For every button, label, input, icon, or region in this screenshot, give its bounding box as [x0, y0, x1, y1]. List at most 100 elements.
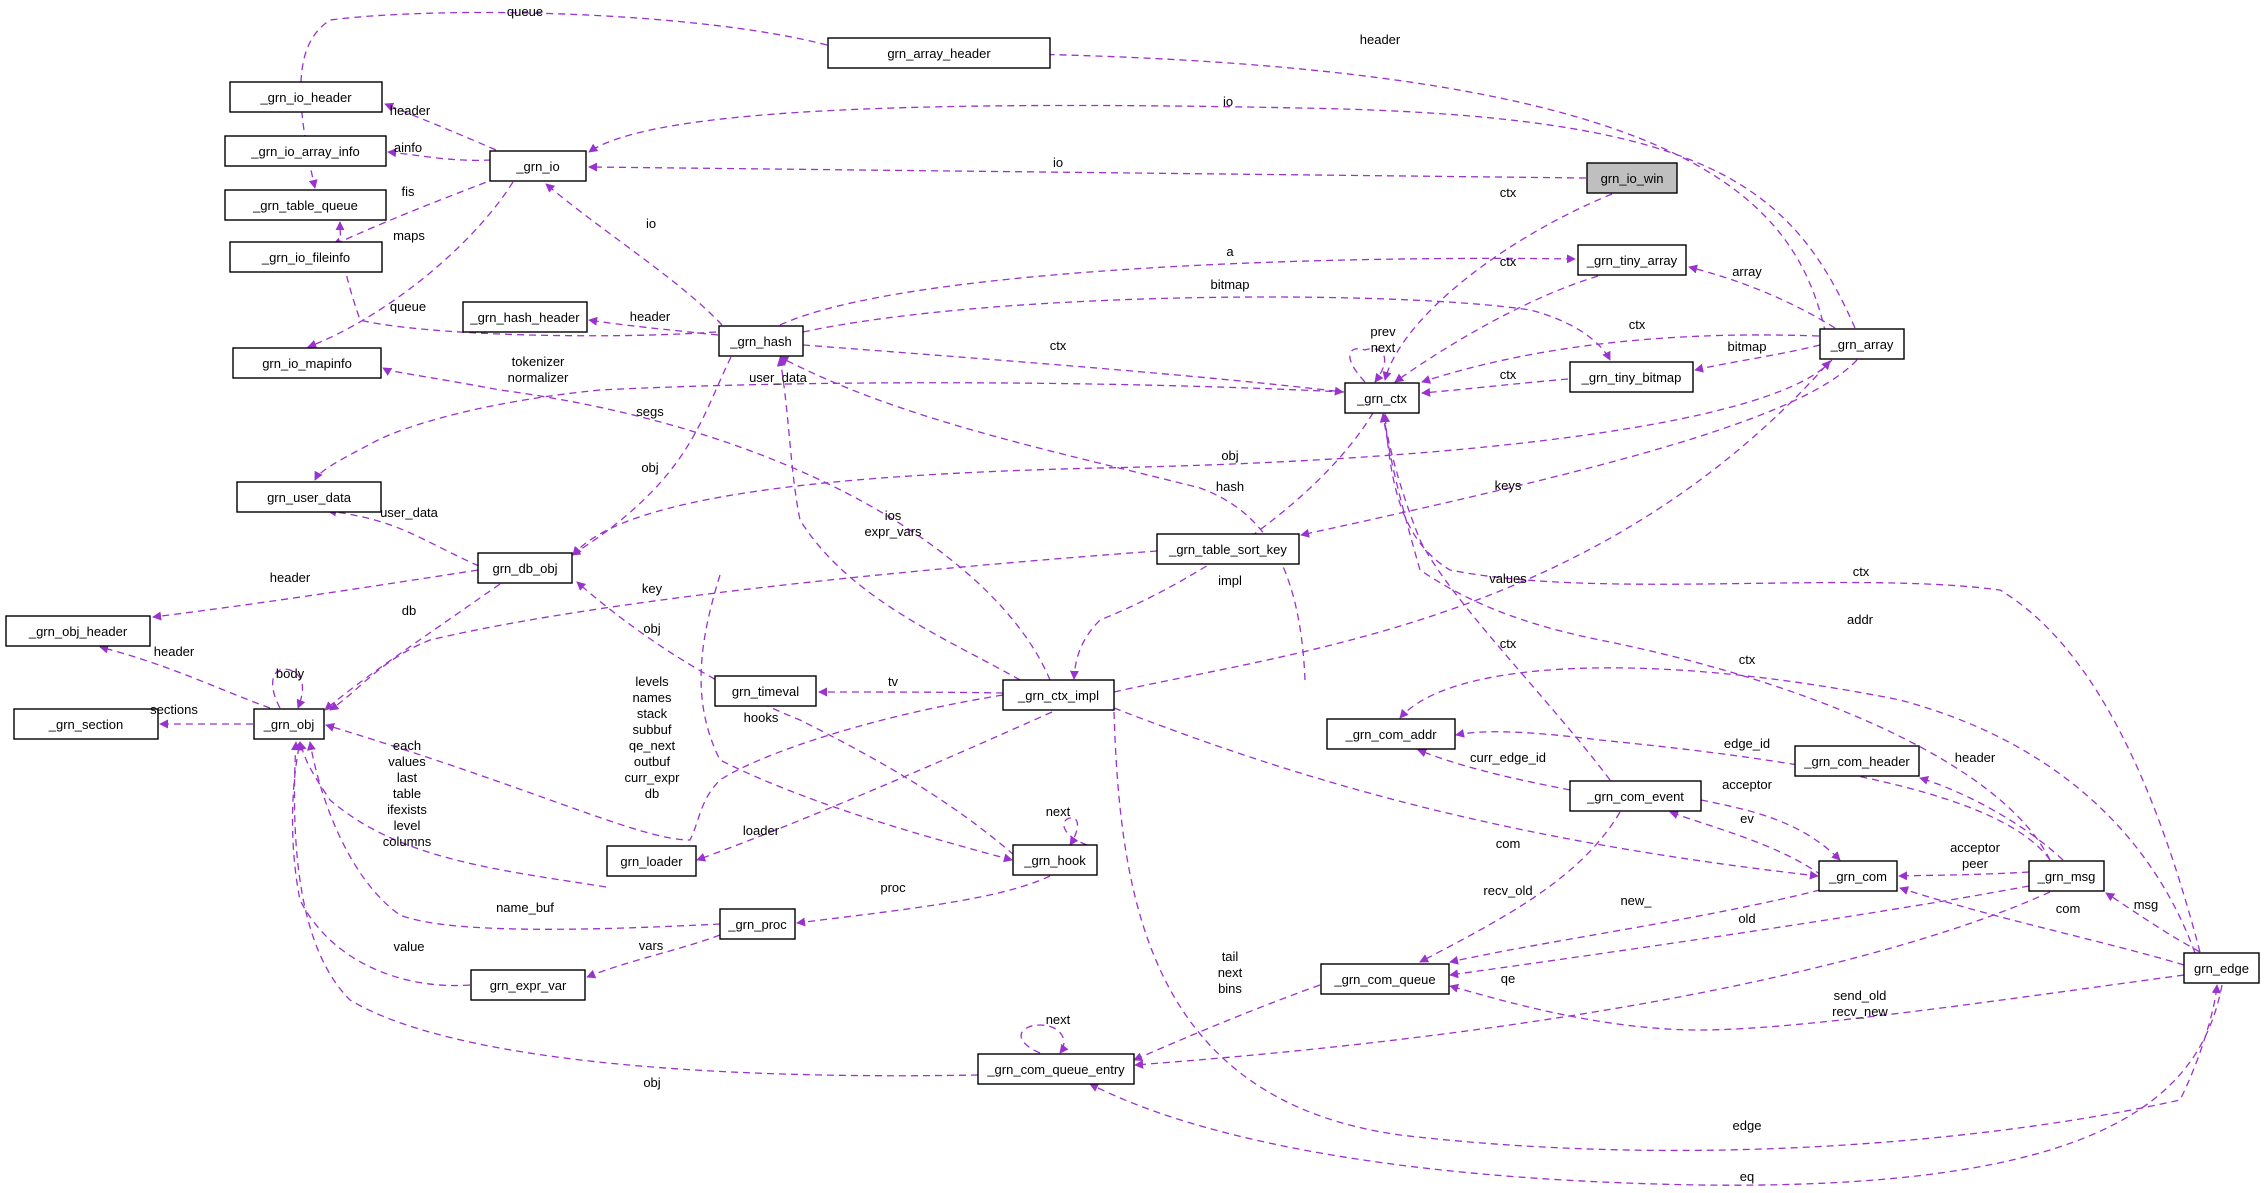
- node-label: _grn_io_array_info: [250, 144, 359, 159]
- edge-33: [1381, 413, 2201, 953]
- edge-line: [324, 583, 501, 711]
- node-grn-edge[interactable]: grn_edge: [2183, 952, 2260, 984]
- edge-label-header_db: header: [270, 570, 311, 585]
- node-grn-io-win[interactable]: grn_io_win: [1586, 162, 1678, 194]
- edge-label-tail: tail: [1222, 949, 1239, 964]
- edge-62: [291, 741, 471, 987]
- edge-20: [802, 344, 1344, 396]
- node-grn-table-queue[interactable]: _grn_table_queue: [224, 189, 387, 221]
- edge-label-values: values: [1489, 571, 1527, 586]
- node-grn-io[interactable]: _grn_io: [489, 150, 587, 182]
- edge-line: [329, 550, 1158, 711]
- edge-line: [1394, 275, 1599, 383]
- edge-label-ctx_bitmap: ctx: [1500, 367, 1517, 382]
- edge-label-io_win: io: [1053, 155, 1063, 170]
- edge-label-obj_qe: obj: [643, 1075, 660, 1090]
- node-grn-io-mapinfo[interactable]: grn_io_mapinfo: [232, 347, 382, 379]
- node-grn-array-header[interactable]: grn_array_header: [827, 37, 1051, 69]
- node-grn-expr-var[interactable]: grn_expr_var: [470, 969, 586, 1001]
- edge-label-ctx_hash: ctx: [1050, 338, 1067, 353]
- edge-label-proc: proc: [880, 880, 906, 895]
- node-box: [2183, 952, 2260, 984]
- edge-line: [1349, 348, 1386, 383]
- edge-label-addr: addr: [1847, 612, 1874, 627]
- node-grn-tiny-bitmap[interactable]: _grn_tiny_bitmap: [1569, 361, 1694, 393]
- edge-label-vars: vars: [639, 938, 664, 953]
- node-label: _grn_tiny_bitmap: [1581, 370, 1682, 385]
- edge-line: [1089, 984, 2223, 1186]
- node-grn-section[interactable]: _grn_section: [13, 708, 159, 740]
- edge-label-fis: fis: [402, 184, 416, 199]
- node-box: [232, 347, 382, 379]
- edge-label-subbuf: subbuf: [632, 722, 671, 737]
- node-grn-ctx[interactable]: _grn_ctx: [1344, 382, 1420, 414]
- node-box: [1818, 860, 1898, 892]
- node-grn-com-queue-entry[interactable]: _grn_com_queue_entry: [977, 1053, 1135, 1085]
- edge-label-recv_new: recv_new: [1832, 1004, 1888, 1019]
- node-grn-com-header[interactable]: _grn_com_header: [1794, 745, 1920, 777]
- edge-label-obj_arr: obj: [1221, 448, 1238, 463]
- edge-line: [1380, 413, 1611, 781]
- node-grn-db-obj[interactable]: grn_db_obj: [477, 552, 573, 584]
- node-grn-ctx-impl[interactable]: _grn_ctx_impl: [1002, 679, 1115, 711]
- edge-64: [1133, 984, 1321, 1061]
- node-box: [1344, 382, 1420, 414]
- node-grn-com-queue[interactable]: _grn_com_queue: [1320, 963, 1450, 995]
- node-box: [1156, 533, 1300, 565]
- edge-label-prev: prev: [1370, 324, 1396, 339]
- edge-label-bitmap: bitmap: [1210, 277, 1249, 292]
- node-grn-io-array-info[interactable]: _grn_io_array_info: [224, 135, 387, 167]
- edge-8: [545, 183, 723, 326]
- node-grn-proc[interactable]: _grn_proc: [719, 908, 796, 940]
- node-grn-io-header[interactable]: _grn_io_header: [229, 81, 383, 113]
- node-grn-hook[interactable]: _grn_hook: [1012, 844, 1098, 876]
- node-box: [1326, 718, 1456, 750]
- edge-label-qe: qe: [1501, 971, 1515, 986]
- edge-label-stack: stack: [637, 706, 668, 721]
- edge-line: [1300, 359, 1858, 538]
- node-grn-loader[interactable]: grn_loader: [606, 845, 697, 877]
- edge-label-each: each: [393, 738, 421, 753]
- node-grn-msg[interactable]: _grn_msg: [2028, 860, 2105, 892]
- node-grn-array[interactable]: _grn_array: [1819, 328, 1905, 360]
- edge-58: [1449, 889, 1821, 965]
- edge-label-user_data_ctx: user_data: [749, 370, 808, 385]
- edge-line: [802, 296, 1611, 361]
- edge-28: [776, 357, 1021, 681]
- node-grn-com[interactable]: _grn_com: [1818, 860, 1898, 892]
- node-grn-com-event[interactable]: _grn_com_event: [1569, 780, 1702, 812]
- edge-line: [1899, 886, 2185, 966]
- node-box: [229, 81, 383, 113]
- node-box: [5, 615, 151, 647]
- node-grn-hash[interactable]: _grn_hash: [718, 325, 804, 357]
- edge-line: [1688, 264, 1836, 329]
- node-grn-tiny-array[interactable]: _grn_tiny_array: [1577, 244, 1687, 276]
- node-box: [1012, 844, 1098, 876]
- edge-label-header_io: header: [390, 103, 431, 118]
- node-grn-io-fileinfo[interactable]: _grn_io_fileinfo: [229, 241, 383, 273]
- edge-61: [1899, 886, 2185, 966]
- edge-line: [1919, 776, 2064, 861]
- edge-3: [384, 102, 497, 151]
- node-grn-user-data[interactable]: grn_user_data: [236, 481, 382, 513]
- node-grn-table-sort-key[interactable]: _grn_table_sort_key: [1156, 533, 1300, 565]
- edge-48: [1919, 776, 2064, 861]
- edge-label-outbuf: outbuf: [634, 754, 671, 769]
- edge-line: [779, 254, 1576, 326]
- node-label: grn_user_data: [267, 490, 352, 505]
- node-label: grn_timeval: [732, 684, 799, 699]
- edge-50: [1669, 810, 1841, 892]
- edge-line: [700, 574, 1013, 863]
- node-box: [1794, 745, 1920, 777]
- node-box: [477, 552, 573, 584]
- edge-52: [696, 711, 1053, 862]
- node-grn-obj-header[interactable]: _grn_obj_header: [5, 615, 151, 647]
- edge-16: [1349, 348, 1386, 383]
- edge-25: [1300, 359, 1858, 538]
- node-grn-com-addr[interactable]: _grn_com_addr: [1326, 718, 1456, 750]
- node-grn-hash-header[interactable]: _grn_hash_header: [462, 301, 588, 333]
- node-grn-timeval[interactable]: grn_timeval: [714, 675, 817, 707]
- edge-line: [588, 104, 1856, 329]
- node-grn-obj[interactable]: _grn_obj: [253, 708, 325, 740]
- edge-line: [1694, 344, 1821, 373]
